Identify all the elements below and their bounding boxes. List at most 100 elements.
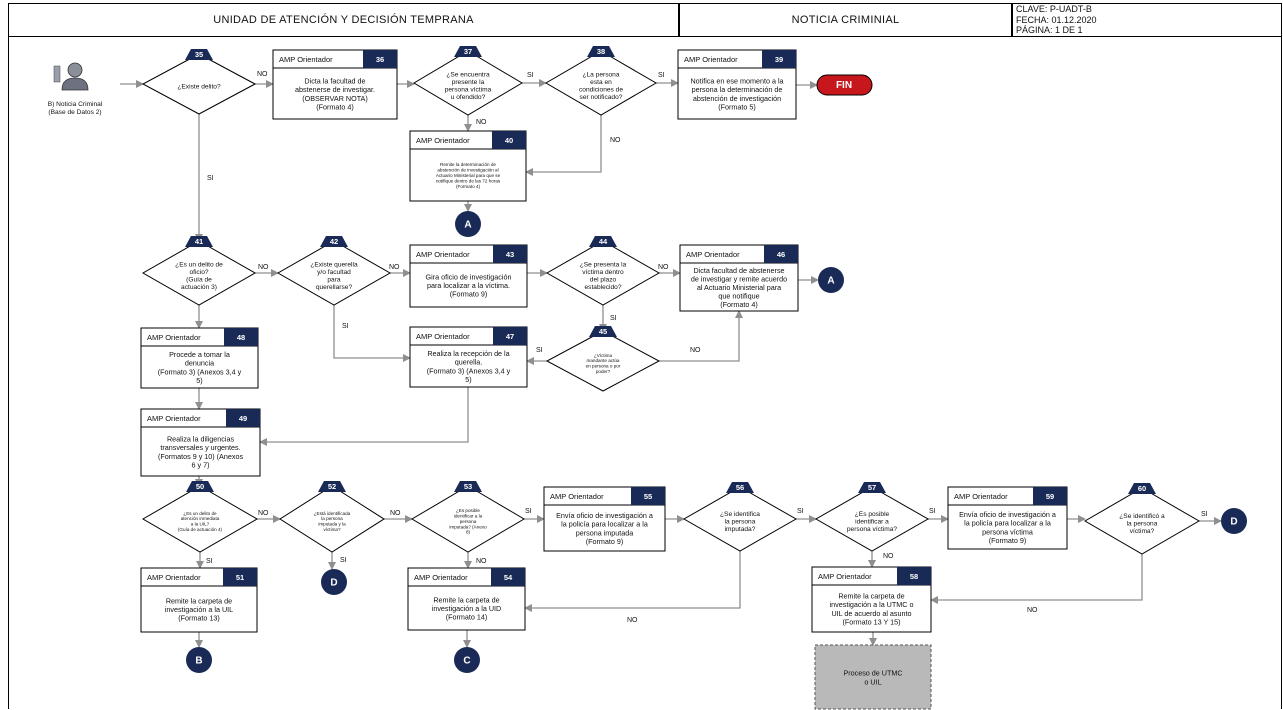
connector-label: D <box>330 578 337 589</box>
activity-text-line: que notifique <box>718 292 759 301</box>
step-number-tab <box>1128 483 1156 494</box>
decision-text-line: (Guía de <box>186 276 212 283</box>
connector-circle <box>454 647 480 673</box>
connector-circle <box>321 569 347 595</box>
external-process-text-line: o UIL <box>864 677 881 686</box>
step-number: 42 <box>330 237 338 246</box>
role-label: AMP Orientador <box>684 55 738 64</box>
decision-text-line: oficio? <box>189 269 208 276</box>
activity-text-line: (Formato 9) <box>586 537 624 546</box>
activity-text-line: 5) <box>465 375 471 384</box>
answer-label-no: NO <box>1027 607 1038 614</box>
activity-text-line: (OBSERVAR NOTA) <box>302 94 368 103</box>
step-number-tab <box>185 236 213 247</box>
decision-diamond <box>1084 487 1200 555</box>
step-number: 47 <box>506 332 514 341</box>
process-name: NOTICIA CRIMINIAL <box>679 3 1012 37</box>
doc-page: PÁGINA: 1 DE 1 <box>1016 25 1083 35</box>
step-number-tab <box>224 328 258 346</box>
answer-label-yes: SI <box>340 557 347 564</box>
connector-label: B <box>195 656 202 667</box>
step-number-tab <box>762 50 796 68</box>
decision-text-line: ¿Se identificó a <box>1119 513 1165 520</box>
decision-text-line: ¿La persona <box>582 71 619 78</box>
connector-A: A <box>455 211 481 237</box>
step-number: 43 <box>506 250 514 259</box>
role-label: AMP Orientador <box>416 136 470 145</box>
decision-text-line: poder? <box>596 369 611 374</box>
actor-badge <box>53 65 61 83</box>
step-number: 40 <box>505 136 513 145</box>
flow-arrow <box>524 551 741 612</box>
decision-text-line: 8) <box>466 530 471 535</box>
decision-35: 35¿Existe delito? <box>141 49 257 115</box>
decision-text-line: la persona <box>1127 521 1158 528</box>
activity-text-line: Remite la determinación de <box>440 162 496 167</box>
activity-text-line: Remite la carpeta de <box>433 595 499 604</box>
activity-text-line: Procede a tomar la <box>169 350 230 359</box>
step-number-tab <box>631 487 665 505</box>
answer-label-yes: SI <box>206 558 213 565</box>
step-number: 37 <box>464 47 472 56</box>
step-number-tab <box>454 481 482 492</box>
decision-text-line: presente la <box>452 79 485 86</box>
connector-label: A <box>827 276 834 287</box>
answer-label-no: NO <box>390 510 401 517</box>
decision-diamond <box>545 50 657 116</box>
step-number-tab <box>320 236 348 247</box>
activity-text-line: Remite la carpeta de <box>838 592 904 601</box>
step-number: 38 <box>597 47 605 56</box>
decision-diamond <box>682 486 798 552</box>
actor-label: B) Noticia Criminal <box>48 101 103 108</box>
decision-text-line: víctima? <box>323 527 341 532</box>
activity-text-line: (Formato 14) <box>446 613 488 622</box>
decision-diamond <box>141 53 257 115</box>
decision-text-line: la persona <box>725 519 756 526</box>
answer-label-no: NO <box>610 137 621 144</box>
decision-text-line: y/o facultad <box>317 269 351 276</box>
document-title-text: UNIDAD DE ATENCIÓN Y DECISIÓN TEMPRANA <box>213 14 474 26</box>
step-number: 49 <box>239 414 247 423</box>
answer-label-no: NO <box>258 264 269 271</box>
step-number-tab <box>764 245 798 263</box>
actor-icon: B) Noticia Criminal(Base de Datos 2) <box>48 62 103 116</box>
actor-head <box>67 62 83 78</box>
decision-text-line: para <box>327 276 341 283</box>
activity-text-line: (Formato 4) <box>316 102 354 111</box>
activity-text-line: (Formato 4) <box>456 184 480 189</box>
activity-text-line: UIL de acuerdo al asunto <box>831 609 911 618</box>
end-terminator: FIN <box>816 74 873 96</box>
answer-label-no: NO <box>389 264 400 271</box>
answer-label-yes: SI <box>610 315 617 322</box>
decision-text-line: ¿Existe delito? <box>177 84 221 91</box>
decision-text-line: imputada? (Anexo <box>449 524 487 529</box>
activity-text-line: (Formato 3) (Anexos 3,4 y <box>158 367 242 376</box>
answer-label-yes: SI <box>525 508 532 515</box>
answer-label-yes: SI <box>342 323 349 330</box>
activity-text-line: abstención de investigación <box>693 94 781 103</box>
decision-text-line: ¿Se presenta la <box>580 261 627 268</box>
answer-label-no: NO <box>476 558 487 565</box>
answer-label-yes: SI <box>1201 511 1208 518</box>
decision-text-line: la persona <box>321 516 343 521</box>
step-number: 52 <box>328 482 336 491</box>
activity-text-line: Envía oficio de investigación a <box>556 511 653 520</box>
connector-B: B <box>186 647 212 673</box>
role-label: AMP Orientador <box>818 572 872 581</box>
decision-text-line: ¿Es posible <box>855 511 890 518</box>
answer-label-no: NO <box>627 617 638 624</box>
connector-label: D <box>1230 517 1237 528</box>
activity-text-line: abstención de investigación al <box>437 167 498 172</box>
